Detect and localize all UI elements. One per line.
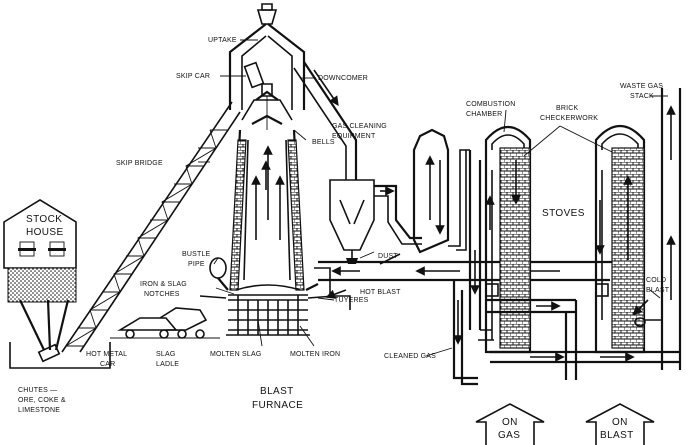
label-hot-metal-2: CAR [100, 361, 115, 368]
label-combustion-2: CHAMBER [466, 111, 502, 118]
on-gas-arrow [475, 403, 545, 445]
label-skip-bridge: SKIP BRIDGE [116, 160, 163, 167]
blast-furnace [110, 3, 351, 339]
label-gas-cleaning-1: GAS CLEANING [332, 123, 387, 130]
label-hot-blast: HOT BLAST [360, 289, 401, 296]
label-stock-1: STOCK [26, 214, 62, 225]
label-iron-slag-2: NOTCHES [144, 291, 180, 298]
label-slag-2: LADLE [156, 361, 179, 368]
label-cold-1: COLD [646, 277, 666, 284]
labels: UPTAKE SKIP CAR DOWNCOMER BELLS GAS CLEA… [18, 37, 670, 441]
leader-lines [198, 39, 668, 357]
label-chutes-1: CHUTES — [18, 387, 57, 394]
label-skip-car: SKIP CAR [176, 73, 210, 80]
label-downcomer: DOWNCOMER [318, 75, 368, 82]
label-gas-cleaning-2: EQUIPMENT [332, 133, 376, 140]
skip-bridge [61, 101, 241, 353]
label-blast-furnace-1: BLAST [260, 386, 294, 397]
label-on-gas-1: ON [502, 417, 518, 428]
label-brick-2: CHECKERWORK [540, 115, 598, 122]
label-on-blast-2: BLAST [600, 430, 634, 441]
stoves [452, 88, 682, 386]
label-stoves: STOVES [542, 208, 585, 219]
label-slag-1: SLAG [156, 351, 175, 358]
label-bells: BELLS [312, 139, 335, 146]
label-uptake: UPTAKE [208, 37, 237, 44]
label-dust: DUST [378, 253, 398, 260]
label-bustle-2: PIPE [188, 261, 205, 268]
label-chutes-2: ORE, COKE & [18, 397, 66, 404]
stock-house [3, 199, 111, 369]
label-hot-metal-1: HOT METAL [86, 351, 127, 358]
label-chutes-3: LIMESTONE [18, 407, 60, 414]
label-waste-gas-1: WASTE GAS [620, 83, 663, 90]
label-cleaned-gas: CLEANED GAS [384, 353, 436, 360]
label-brick-1: BRICK [556, 105, 579, 112]
on-blast-arrow [585, 403, 655, 445]
label-cold-2: BLAST [646, 287, 670, 294]
label-on-gas-2: GAS [498, 430, 520, 441]
label-bustle-1: BUSTLE [182, 251, 211, 258]
label-blast-furnace-2: FURNACE [252, 400, 303, 411]
label-molten-slag: MOLTEN SLAG [210, 351, 261, 358]
label-combustion-1: COMBUSTION [466, 101, 515, 108]
gas-cleaning [293, 61, 470, 264]
label-tuyeres: TUYERES [334, 297, 369, 304]
label-molten-iron: MOLTEN IRON [290, 351, 340, 358]
label-waste-gas-2: STACK [630, 93, 654, 100]
label-iron-slag-1: IRON & SLAG [140, 281, 187, 288]
label-on-blast-1: ON [612, 417, 628, 428]
label-stock-2: HOUSE [26, 227, 64, 238]
